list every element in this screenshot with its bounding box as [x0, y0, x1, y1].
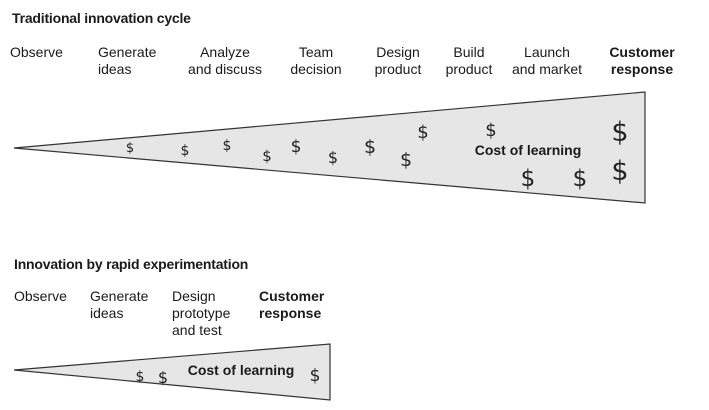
traditional-dollar-14: $	[611, 156, 628, 187]
traditional-cost-of-learning-label: Cost of learning	[475, 142, 582, 158]
traditional-stage-observe: Observe	[10, 44, 63, 60]
traditional-dollar-2: $	[181, 143, 190, 159]
rapid-stage-observe: Observe	[14, 288, 67, 304]
traditional-cost-wedge	[13, 91, 646, 204]
traditional-dollar-10: $	[485, 120, 496, 141]
traditional-dollar-12: $	[573, 166, 588, 192]
traditional-dollar-1: $	[126, 141, 134, 156]
rapid-cost-of-learning-label: Cost of learning	[188, 362, 295, 378]
traditional-stage-customer-response: Customer response	[609, 44, 675, 77]
rapid-stage-generate-ideas: Generate ideas	[90, 288, 149, 321]
traditional-stage-design-product: Design product	[374, 44, 422, 77]
rapid-cost-wedge	[13, 343, 331, 401]
traditional-cycle-title: Traditional innovation cycle	[12, 10, 191, 26]
traditional-dollar-6: $	[328, 148, 338, 167]
rapid-dollar-2: $	[158, 368, 168, 387]
traditional-dollar-5: $	[291, 137, 302, 157]
traditional-stage-build-product: Build product	[445, 44, 493, 77]
rapid-stage-customer-response: Customer response	[259, 288, 325, 321]
traditional-stage-team-decision: Team decision	[290, 44, 342, 77]
traditional-stage-analyze-and-discuss: Analyze and discuss	[188, 44, 262, 77]
traditional-stage-launch-and-market: Launch and market	[511, 44, 583, 77]
rapid-dollar-1: $	[136, 369, 145, 385]
traditional-dollar-13: $	[611, 117, 628, 148]
traditional-dollar-4: $	[262, 147, 272, 165]
traditional-dollar-11: $	[521, 166, 536, 192]
traditional-stage-generate-ideas: Generate ideas	[98, 44, 157, 77]
traditional-dollar-3: $	[223, 138, 232, 154]
traditional-dollar-9: $	[417, 122, 428, 143]
rapid-dollar-3: $	[310, 366, 321, 386]
traditional-dollar-7: $	[364, 136, 376, 158]
traditional-dollar-8: $	[400, 149, 412, 171]
rapid-experimentation-title: Innovation by rapid experimentation	[14, 256, 249, 272]
rapid-stage-design-prototype-and-test: Design prototype and test	[172, 288, 231, 338]
